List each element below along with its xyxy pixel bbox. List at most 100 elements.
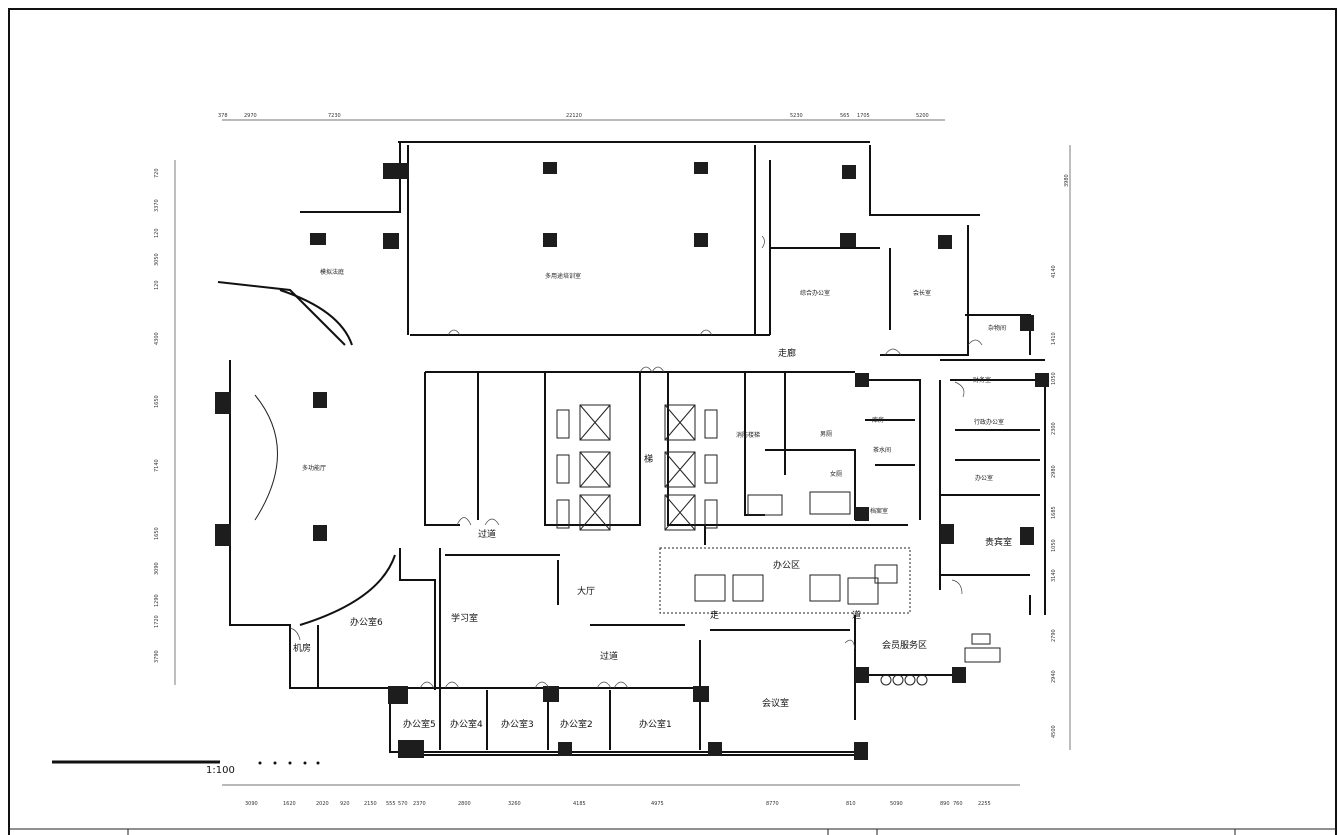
dimension-texts-right: 3980414014101050230029801685105031402790… bbox=[1051, 174, 1070, 738]
dimension-text: 2020 bbox=[316, 801, 329, 807]
dimension-text: 1290 bbox=[154, 594, 160, 607]
dimension-text: 810 bbox=[846, 801, 856, 807]
dimension-text: 3090 bbox=[245, 801, 258, 807]
dimension-text: 4975 bbox=[651, 801, 664, 807]
room-lobby: 大厅 bbox=[577, 585, 595, 597]
room-pantry: 茶水间 bbox=[873, 446, 891, 454]
dimension-text: 555 bbox=[386, 801, 396, 807]
dimension-text: 5230 bbox=[790, 113, 803, 119]
dimension-text: 760 bbox=[953, 801, 963, 807]
dimension-text: 890 bbox=[940, 801, 950, 807]
dimension-text: 3140 bbox=[1051, 569, 1057, 582]
room-warehouse: 库房 bbox=[872, 416, 884, 424]
dimension-text: 2255 bbox=[978, 801, 991, 807]
structural-columns bbox=[215, 162, 1049, 760]
dimension-text: 4185 bbox=[573, 801, 586, 807]
room-vip: 贵宾室 bbox=[985, 536, 1012, 548]
room-mock-court: 模拟法庭 bbox=[320, 268, 344, 276]
elevators bbox=[556, 404, 851, 531]
room-office-small: 办公室 bbox=[975, 474, 993, 482]
walls bbox=[217, 141, 1046, 756]
room-office2: 办公室2 bbox=[560, 718, 593, 730]
dimension-text: 2300 bbox=[1051, 422, 1057, 435]
room-fire-stair: 消防楼梯 bbox=[736, 431, 760, 439]
dimension-text: 2370 bbox=[413, 801, 426, 807]
dimension-text: 720 bbox=[154, 168, 160, 178]
dimension-text: 5200 bbox=[916, 113, 929, 119]
dimension-text: 22120 bbox=[566, 113, 582, 119]
dimension-text: 920 bbox=[340, 801, 350, 807]
dimension-text: 3790 bbox=[154, 650, 160, 663]
dimension-texts-top: 378 2970 7230 22120 5230 565 1705 5200 bbox=[218, 113, 929, 119]
dimension-text: 1650 bbox=[154, 395, 160, 408]
service-counters bbox=[880, 674, 928, 686]
room-study: 学习室 bbox=[451, 612, 478, 624]
room-multi-training: 多用途培训室 bbox=[545, 272, 581, 280]
dimension-text: 1620 bbox=[283, 801, 296, 807]
dimension-text: 4500 bbox=[1051, 725, 1057, 738]
dimension-text: 1650 bbox=[154, 527, 160, 540]
dimension-text: 2800 bbox=[458, 801, 471, 807]
room-corridor-top: 走廊 bbox=[778, 347, 796, 359]
dimension-lines bbox=[174, 119, 1071, 786]
dimension-text: 3050 bbox=[154, 253, 160, 266]
room-machine: 机房 bbox=[293, 642, 311, 654]
dimension-text: 2970 bbox=[244, 113, 257, 119]
dimension-text: 1050 bbox=[1051, 372, 1057, 385]
room-multi-hall: 多功能厅 bbox=[302, 464, 326, 472]
room-office3: 办公室3 bbox=[501, 718, 534, 730]
dimension-text: 120 bbox=[154, 228, 160, 238]
room-storage: 杂物间 bbox=[988, 324, 1006, 332]
dimension-text: 378 bbox=[218, 113, 228, 119]
room-male-wc: 男厕 bbox=[820, 431, 832, 438]
dimension-text: 3090 bbox=[154, 562, 160, 575]
scale-label: 1:100 bbox=[206, 765, 235, 776]
dimension-text: 2940 bbox=[1051, 670, 1057, 683]
room-office6: 办公室6 bbox=[350, 616, 383, 628]
room-member-service: 会员服务区 bbox=[882, 639, 927, 651]
dimension-text: 1720 bbox=[154, 615, 160, 628]
dimension-text: 4300 bbox=[154, 332, 160, 345]
dimension-text: 3260 bbox=[508, 801, 521, 807]
dimension-text: 1050 bbox=[1051, 539, 1057, 552]
dimension-text: 1705 bbox=[857, 113, 870, 119]
dimension-text: 1685 bbox=[1051, 506, 1057, 519]
dimension-text: 4140 bbox=[1051, 265, 1057, 278]
dimension-text: 2790 bbox=[1051, 629, 1057, 642]
dimension-text: 570 bbox=[398, 801, 408, 807]
dimension-text: 7230 bbox=[328, 113, 341, 119]
dimension-text: 7140 bbox=[154, 459, 160, 472]
dimension-text: 8770 bbox=[766, 801, 779, 807]
room-corridor-char-2: 道 bbox=[852, 609, 861, 621]
room-general-office: 综合办公室 bbox=[800, 289, 830, 297]
room-office4: 办公室4 bbox=[450, 718, 483, 730]
room-female-wc: 女厕 bbox=[830, 470, 842, 478]
dimension-text: 565 bbox=[840, 113, 850, 119]
room-office-area: 办公区 bbox=[773, 559, 800, 571]
room-stair: 梯 bbox=[644, 453, 653, 465]
room-admin-office: 行政办公室 bbox=[974, 418, 1004, 426]
room-archive: 档案室 bbox=[870, 507, 888, 515]
dimension-text: 2150 bbox=[364, 801, 377, 807]
room-passage-bottom: 过道 bbox=[600, 650, 618, 662]
dimension-text: 3980 bbox=[1064, 174, 1070, 187]
sheet-frame bbox=[8, 8, 1337, 835]
dimension-text: 5090 bbox=[890, 801, 903, 807]
room-meeting: 会议室 bbox=[762, 697, 789, 709]
doors bbox=[289, 235, 983, 689]
room-corridor-char-1: 走 bbox=[710, 610, 719, 621]
room-president: 会长室 bbox=[913, 289, 931, 297]
workstations bbox=[659, 547, 1001, 663]
dimension-text: 2980 bbox=[1051, 465, 1057, 478]
room-passage-left: 过道 bbox=[478, 528, 496, 540]
room-finance: 财务室 bbox=[973, 376, 991, 384]
dimension-text: 3370 bbox=[154, 199, 160, 212]
curved-walls bbox=[254, 289, 396, 626]
room-office1: 办公室1 bbox=[639, 718, 672, 730]
dimension-text: 120 bbox=[154, 280, 160, 290]
scale-bar: 1:100 bbox=[52, 760, 320, 776]
dimension-texts-left: 720 3370 120 3050 120 4300 1650 7140 1650 3090 129… bbox=[154, 168, 160, 663]
room-office5: 办公室5 bbox=[403, 718, 436, 730]
